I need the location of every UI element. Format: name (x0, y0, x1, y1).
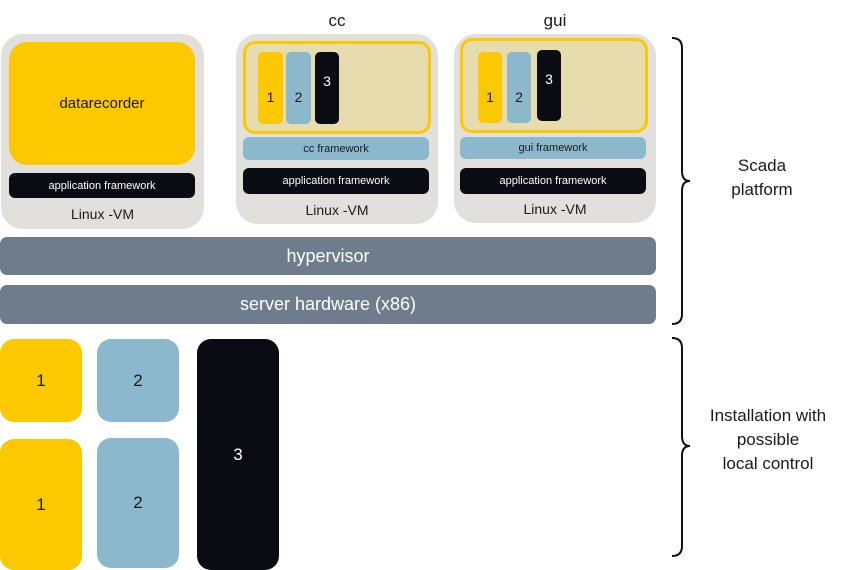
installation-block-1-top: 1 (0, 339, 82, 422)
cc-chip-3: 3 (315, 52, 339, 124)
scada-label-line-2: platform (731, 180, 793, 199)
installation-block-2-top: 2 (97, 339, 179, 422)
gui-application-framework-bar: application framework (460, 168, 646, 194)
cc-framework-label: cc framework (303, 142, 369, 155)
gui-linux-vm-label: Linux -VM (454, 198, 656, 220)
hypervisor-label: hypervisor (286, 245, 370, 266)
cc-linux-vm-text: Linux -VM (305, 202, 369, 218)
installation-block-2-bottom: 2 (97, 438, 179, 568)
gui-chip-1: 1 (478, 52, 502, 123)
installation-label-line-2: possible (736, 430, 800, 449)
application-framework-label: application framework (48, 179, 156, 192)
linux-vm-label: Linux -VM (1, 203, 204, 225)
cc-chip-1-label: 1 (266, 89, 275, 105)
server-hardware-label: server hardware (x86) (239, 294, 417, 314)
installation-block-1-bottom-label: 1 (36, 494, 46, 514)
gui-chip-3-label: 3 (545, 70, 553, 87)
installation-block-3-label: 3 (233, 444, 243, 464)
installation-block-3: 3 (197, 339, 279, 570)
cc-chip-2-label: 2 (294, 89, 303, 105)
vm-title-cc-text: cc (328, 11, 346, 30)
vm-title-gui: gui (454, 10, 656, 32)
gui-linux-vm-text: Linux -VM (523, 201, 587, 217)
scada-label-line-1: Scada (737, 156, 787, 175)
vm-title-cc: cc (236, 10, 438, 32)
server-hardware-band: server hardware (x86) (0, 285, 656, 324)
gui-chip-2-label: 2 (515, 88, 523, 105)
cc-application-framework-bar: application framework (243, 168, 429, 194)
datarecorder-label: datarecorder (59, 95, 145, 112)
installation-block-2-bottom-label: 2 (133, 493, 143, 512)
installation-label-line-3: local control (722, 454, 814, 473)
cc-chip-1: 1 (258, 52, 283, 124)
scada-brace (671, 37, 691, 325)
cc-chip-3-label: 3 (323, 73, 331, 89)
cc-application-framework-label: application framework (282, 175, 390, 187)
installation-block-1-bottom: 1 (0, 439, 82, 570)
installation-label-line-1: Installation with (709, 406, 827, 425)
gui-chip-2: 2 (507, 52, 531, 123)
gui-framework-bar: gui framework (460, 137, 646, 159)
cc-linux-vm-label: Linux -VM (236, 199, 438, 221)
vm-title-gui-text: gui (543, 11, 567, 30)
gui-application-framework-label: application framework (499, 175, 607, 187)
datarecorder-app: datarecorder (9, 42, 195, 165)
gui-chip-3: 3 (537, 50, 561, 121)
gui-framework-label: gui framework (518, 142, 588, 154)
linux-vm-text: Linux -VM (70, 206, 135, 222)
scada-platform-label: Scada platform (712, 154, 812, 202)
application-framework-bar: application framework (9, 173, 195, 198)
installation-label: Installation with possible local control (690, 404, 846, 476)
installation-block-1-top-label: 1 (36, 370, 46, 390)
cc-chip-2: 2 (286, 52, 311, 124)
cc-framework-bar: cc framework (243, 137, 429, 160)
installation-brace (671, 337, 691, 557)
hypervisor-band: hypervisor (0, 237, 656, 275)
installation-block-2-top-label: 2 (133, 370, 143, 390)
gui-chip-1-label: 1 (486, 88, 494, 105)
